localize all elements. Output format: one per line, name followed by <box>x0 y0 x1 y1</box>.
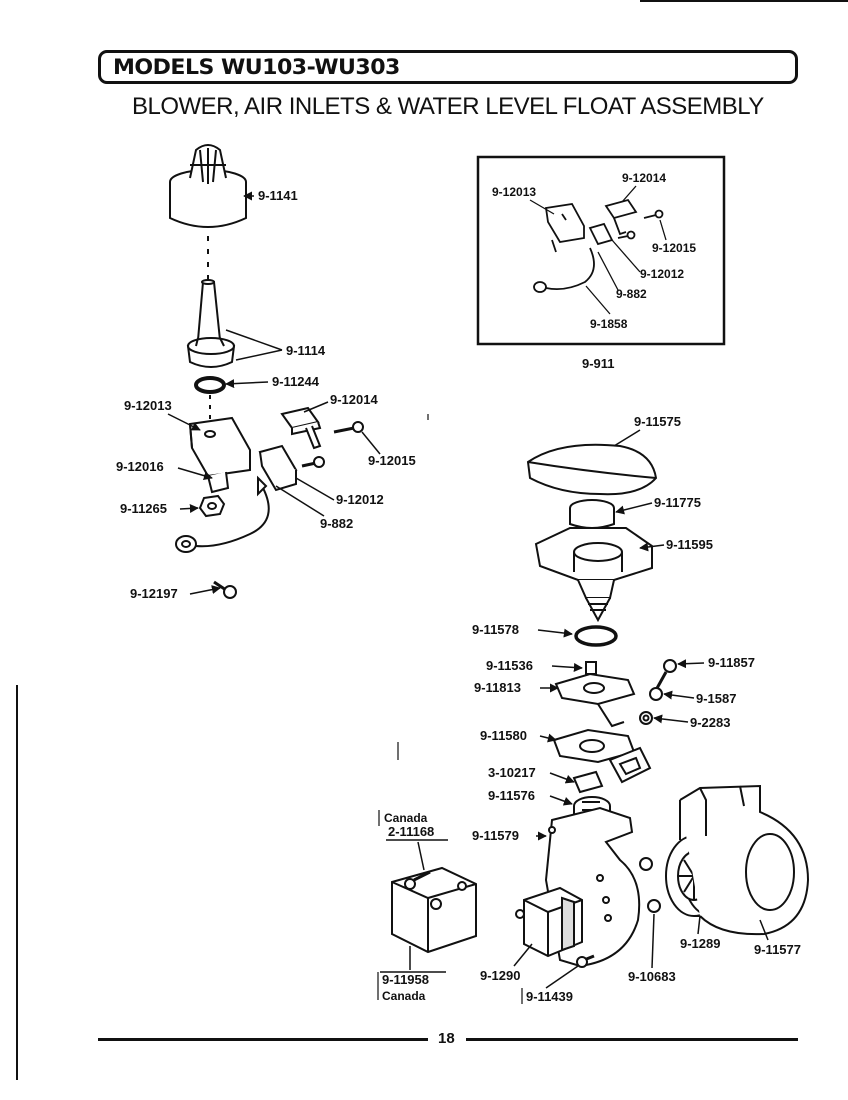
o-ring-part <box>194 376 226 394</box>
part-label: 9-1587 <box>696 691 736 706</box>
part-label: 9-12014 <box>330 392 378 407</box>
model-header-box: MODELS WU103-WU303 <box>98 50 798 84</box>
screw-part <box>585 661 597 675</box>
part-label: 9-882 <box>616 287 647 301</box>
part-label: 3-10217 <box>488 765 536 780</box>
part-label: 9-12014 <box>622 171 666 185</box>
part-label: 9-2283 <box>690 715 730 730</box>
region-label: Canada <box>382 989 426 1003</box>
part-label: 9-10683 <box>628 969 676 984</box>
part-label: 9-11775 <box>654 495 701 510</box>
page-title: BLOWER, AIR INLETS & WATER LEVEL FLOAT A… <box>132 93 764 120</box>
part-label: 9-12012 <box>640 267 684 281</box>
part-label: 9-11439 <box>526 989 573 1004</box>
part-label: 9-12016 <box>116 459 164 474</box>
terminal-block-part <box>391 866 477 954</box>
inset-box <box>476 155 726 346</box>
part-label: 9-11576 <box>488 788 535 803</box>
part-label: 9-12013 <box>492 185 536 199</box>
screw-part <box>301 421 364 468</box>
part-label: 9-11579 <box>472 828 519 843</box>
scan-edge-mark <box>16 685 18 1080</box>
part-label: 9-1114 <box>286 343 326 358</box>
part-label: 9-11575 <box>634 414 681 429</box>
part-label: 9-1290 <box>480 968 520 983</box>
part-label: 9-11595 <box>666 537 713 552</box>
gasket-part <box>574 625 618 647</box>
part-label: 9-11577 <box>754 942 801 957</box>
bracket-part <box>608 746 652 784</box>
float-stem-part <box>186 279 236 368</box>
blower-housing-part <box>679 784 810 936</box>
part-label: 9-11813 <box>474 680 521 695</box>
part-label: 9-882 <box>320 516 353 531</box>
part-label: 9-12197 <box>130 586 178 601</box>
mounting-plate-part <box>554 672 636 728</box>
part-label: 9-1141 <box>258 188 298 203</box>
float-housing-part <box>534 527 653 623</box>
region-label: Canada <box>384 811 428 825</box>
part-label: 9-11536 <box>486 658 533 673</box>
float-cap-part <box>526 443 658 496</box>
switch-bracket-part <box>188 416 251 494</box>
part-label: 2-11168 <box>388 824 434 839</box>
wire-harness-part <box>175 475 270 553</box>
part-label: 9-12013 <box>124 398 172 413</box>
page-number: 18 <box>438 1030 455 1047</box>
part-label: 9-12015 <box>652 241 696 255</box>
inset-caption: 9-911 <box>582 356 615 371</box>
actuator-part <box>280 406 322 450</box>
inset-switch-assembly <box>533 198 664 293</box>
blower-motor-part <box>515 886 583 958</box>
part-label: 9-11958 <box>382 972 429 987</box>
float-part <box>569 499 615 529</box>
knob-part <box>169 144 247 228</box>
screw-part <box>576 857 661 968</box>
scan-edge-mark <box>640 0 848 2</box>
footer-rule-right <box>466 1038 798 1041</box>
part-label: 9-11580 <box>480 728 527 743</box>
part-label: 9-11857 <box>708 655 755 670</box>
screw-part <box>639 659 677 725</box>
nut-part <box>198 494 226 518</box>
part-label: 9-1858 <box>590 317 628 331</box>
part-label: 9-11244 <box>272 374 320 389</box>
footer-rule-left <box>98 1038 428 1041</box>
part-label: 9-11265 <box>120 501 167 516</box>
screw-part <box>213 580 237 599</box>
switch-part <box>258 444 298 492</box>
model-label: MODELS WU103-WU303 <box>113 55 400 79</box>
part-label: 9-11578 <box>472 622 519 637</box>
part-label: 9-12015 <box>368 453 416 468</box>
part-label: 9-1289 <box>680 936 720 951</box>
part-label: 9-12012 <box>336 492 384 507</box>
